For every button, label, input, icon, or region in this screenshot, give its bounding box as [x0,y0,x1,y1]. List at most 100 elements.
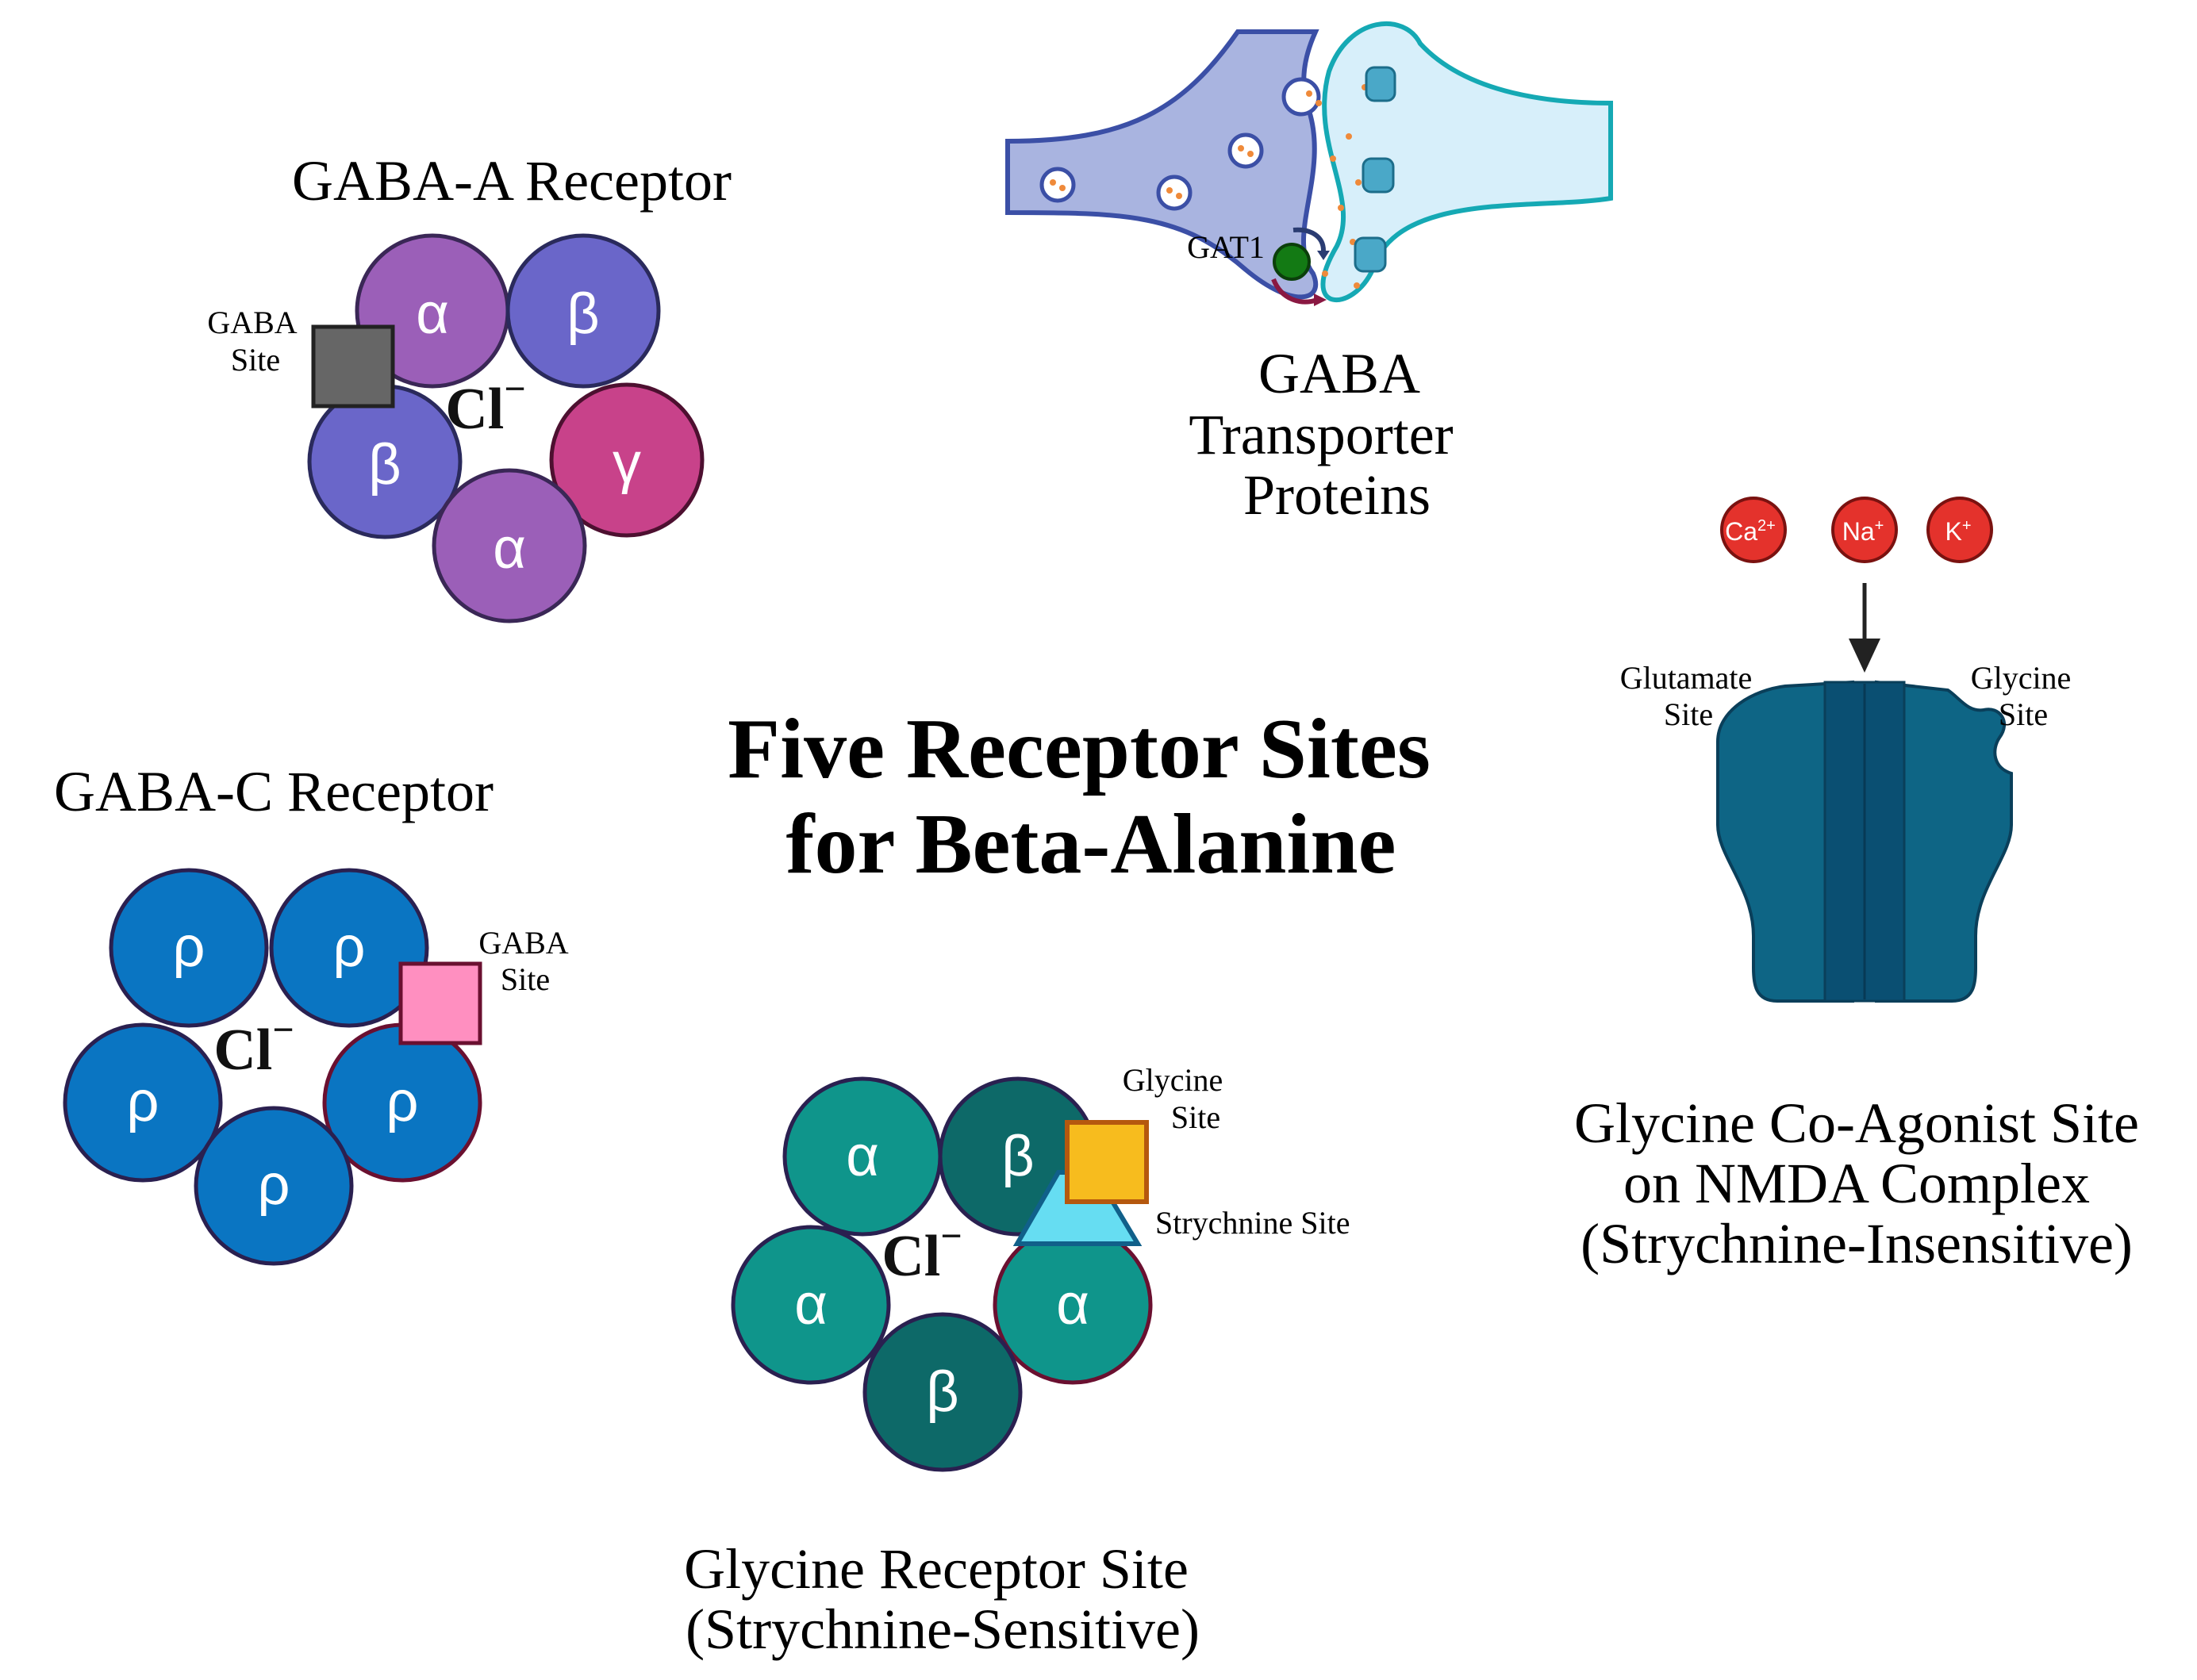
glycine-chloride-label: Cl− [881,1215,962,1289]
reuptake-arrow-lower-head [1314,293,1327,306]
gaba-a-subunit-label-4: γ [613,432,641,495]
gaba-a-chloride-charge: − [504,368,525,410]
gaba-c-subunit-circle-3 [63,1022,223,1183]
gaba-a-subunit-circle-5 [432,468,587,623]
nmda-title-1: Glycine Co-Agonist Site [1574,1091,2139,1155]
glutamate-site-label-1: Glutamate [1620,660,1753,696]
neurotransmitter-dot [1059,185,1066,191]
gaba-c-gaba-site-label-1: GABA [478,925,568,961]
glycine-chloride-charge: − [940,1215,962,1257]
neurotransmitter-dot [1330,155,1336,162]
sodium-ion [1831,497,1898,563]
nmda-title-2: on NMDA Complex [1623,1152,2090,1215]
transporter-title-2: Transporter [1189,403,1453,466]
gaba-a-title: GABA-A Receptor [292,149,732,213]
reuptake-arrow-upper-head [1317,251,1330,260]
gaba-c-chloride-charge: − [272,1009,294,1051]
nmda-channel-left [1716,680,1854,1003]
gat1-label: GAT1 [1187,229,1265,265]
gat1-transporter [1273,243,1311,281]
ion-flow-arrow-head [1849,639,1880,673]
neurotransmitter-dot [1355,179,1362,186]
presynaptic-terminal [1005,29,1319,300]
gaba-a-chloride-label: Cl− [445,368,525,442]
gaba-a-gaba-site-label-1: GABA [207,305,297,340]
glycine-receptor-title-2: (Strychnine-Sensitive) [686,1598,1200,1661]
sodium-ion-charge: + [1875,517,1884,535]
gaba-c-receptor: GABA-C Receptor ρ ρ ρ ρ ρ GABA Site Cl− [54,760,569,1266]
transporter-title-1: GABA [1258,342,1420,405]
gaba-c-subunit-label-4: ρ [386,1070,419,1133]
gaba-a-receptor: GABA-A Receptor α β β γ α GABA Site Cl− [207,149,732,623]
glycine-site-label-2: Site [1171,1099,1220,1135]
neurotransmitter-dot [1176,193,1182,199]
nmda-glycine-site-label-1: Glycine [1971,660,2072,696]
glycine-subunit-circle-5 [862,1312,1023,1472]
glycine-subunit-circle-3 [731,1225,891,1385]
postsynaptic-receptors [1354,66,1396,273]
calcium-ion [1720,497,1787,563]
receptor-channel-2 [1362,157,1395,194]
gaba-c-gaba-site-square [398,961,482,1045]
neurotransmitter-dot [1238,145,1244,152]
gaba-a-subunit-circle-2 [505,233,661,389]
glycine-site-label-1: Glycine [1123,1062,1223,1098]
gaba-a-gaba-site-square [311,324,395,408]
gaba-c-subunit-circle-2 [269,868,429,1028]
gaba-transporter: GAT1 GABA Transporter Proteins [1005,21,1613,527]
neurotransmitter-dot [1354,282,1360,289]
main-title: Five Receptor Sites for Beta-Alanine [728,702,1431,892]
main-title-line2: for Beta-Alanine [786,797,1396,892]
vesicle-2 [1156,175,1193,211]
neurotransmitter-dot [1316,100,1322,106]
transporter-title-3: Proteins [1243,463,1431,527]
nmda-complex: Ca2+ Na+ K+ Glutamate Site Glycine Site … [1574,497,2139,1275]
reuptake-arrow-upper [1292,227,1326,251]
gaba-a-subunit-label-5: α [493,517,526,581]
gaba-c-subunit-circle-5 [194,1106,354,1266]
gaba-a-subunit-label-2: β [567,282,599,346]
synaptic-vesicles [1039,132,1264,211]
glycine-chloride-symbol: Cl [881,1224,940,1289]
neurotransmitter-dot [1322,270,1328,277]
gaba-a-subunit-label-1: α [416,282,449,346]
gaba-c-gaba-site-label-2: Site [501,961,550,997]
glycine-receptor: α β α α β Glycine Site Strychnine Site C… [684,1062,1350,1661]
gaba-a-subunit-label-3: β [368,433,401,497]
neurotransmitter-dot [1346,133,1352,140]
glycine-subunit-label-5: β [926,1360,958,1424]
glycine-subunit-label-3: α [794,1273,828,1337]
gaba-c-subunit-circle-1 [109,868,269,1028]
gaba-c-title: GABA-C Receptor [54,760,494,823]
glycine-subunit-label-1: α [846,1125,879,1188]
calcium-ion-base: Ca [1725,517,1757,546]
glycine-subunit-label-4: α [1056,1273,1089,1337]
potassium-ion-label: K+ [1945,517,1971,546]
receptor-channel-3 [1354,236,1387,273]
glycine-site-square [1065,1120,1149,1204]
calcium-ion-label: Ca2+ [1725,517,1776,546]
vesicle-1 [1039,167,1076,203]
glycine-receptor-title-1: Glycine Receptor Site [684,1537,1189,1601]
potassium-ion [1926,497,1993,563]
gaba-c-subunit-label-5: ρ [258,1153,290,1217]
gaba-c-subunit-label-2: ρ [333,915,366,979]
calcium-ion-charge: 2+ [1757,517,1776,535]
nmda-title-3: (Strychnine-Insensitive) [1581,1212,2133,1275]
gaba-c-subunit-label-1: ρ [173,915,205,979]
potassium-ion-base: K [1945,517,1961,546]
sodium-ion-base: Na [1842,517,1875,546]
neurotransmitter-dot [1306,90,1312,97]
neurotransmitter-dot [1050,179,1056,186]
gaba-c-chloride-label: Cl− [213,1009,294,1083]
neurotransmitter-dot [1247,151,1254,157]
glutamate-site-label-2: Site [1664,696,1713,732]
exocytosis-pocket [1281,77,1321,117]
nmda-glycine-site-label-2: Site [1999,696,2048,732]
gaba-a-chloride-symbol: Cl [445,377,504,442]
neurotransmitter-dot [1166,187,1173,194]
gaba-c-chloride-symbol: Cl [213,1018,272,1083]
main-title-line1: Five Receptor Sites [728,702,1431,796]
vesicle-3 [1227,132,1264,169]
neurotransmitter-dot [1338,205,1344,211]
